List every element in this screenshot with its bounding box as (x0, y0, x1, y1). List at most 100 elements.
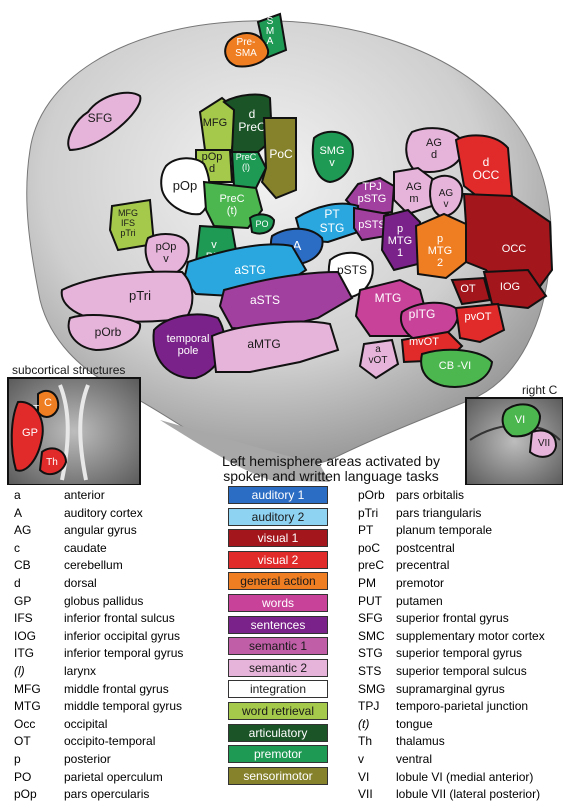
legend-abbr: a (14, 488, 21, 502)
area-vii: VII (528, 429, 558, 458)
area-label-ot: OT (460, 283, 476, 295)
legend-abbr: Th (358, 734, 373, 749)
legend-desc: superior temporal sulcus (396, 663, 527, 678)
legend-abbr: IFS (14, 611, 33, 626)
area-label-ag-v: AG (439, 188, 454, 199)
area-pvot: pvOT (454, 302, 506, 344)
area-shape-sfg (67, 91, 142, 152)
legend-desc: putamen (396, 593, 443, 608)
legend-abbr: SMC (358, 628, 385, 643)
color-legend-swatch: premotor (228, 745, 328, 764)
area-shape-psts-top (353, 206, 390, 242)
area-ptri: pTri (60, 270, 194, 323)
color-legend-swatch: semantic 2 (228, 658, 328, 677)
area-label-a-vot: a (375, 344, 381, 355)
legend-desc: premotor (396, 575, 445, 590)
area-pop: pOp (160, 157, 211, 216)
area-label-pop-v: v (163, 253, 169, 265)
area-label-mfg-ifs-ptri: pTri (120, 228, 135, 238)
area-label-v-pm: v (211, 239, 217, 251)
area-label-ptri: pTri (129, 288, 151, 303)
area-label-prec-t: (t) (227, 205, 237, 217)
legend-desc: middle frontal gyrus (64, 681, 169, 696)
area-sfg: SFG (67, 91, 142, 152)
area-label-pop-d: d (209, 163, 215, 175)
color-legend-swatch: auditory 1 (228, 486, 328, 504)
legend-desc: larynx (64, 663, 97, 678)
legend-abbr: MTG (14, 699, 41, 714)
legend-desc: globus pallidus (64, 593, 144, 608)
area-label-mvot: mvOT (409, 336, 439, 348)
area-label-pvot: pvOT (465, 311, 492, 323)
legend-desc: middle temporal gyrus (64, 699, 183, 714)
area-label-vi: VI (515, 414, 525, 426)
legend-abbr: (l) (14, 663, 25, 678)
legend-abbr: SMG (358, 681, 386, 696)
legend-desc: superior frontal gyrus (396, 611, 509, 626)
area-shape-a-vot (358, 338, 400, 380)
area-label-pt-stg: PT (324, 207, 340, 221)
legend-row: (l) larynx (14, 663, 183, 681)
legend-desc: pars opercularis (64, 787, 150, 802)
area-label-ag-v: v (444, 199, 449, 210)
area-label-gp: GP (22, 427, 38, 439)
legend-row: STS superior temporal sulcus (358, 663, 545, 681)
color-legend-swatch: sentences (228, 615, 328, 634)
brainstem (160, 420, 330, 482)
area-label-iog: IOG (500, 281, 520, 293)
legend-desc: caudate (64, 540, 107, 555)
area-label-sfg: SFG (88, 111, 113, 125)
area-label-ag-d: d (431, 149, 437, 161)
legend-row: poC postcentral (358, 540, 545, 558)
legend-desc: inferior frontal sulcus (64, 611, 175, 626)
area-label-amtg: aMTG (247, 337, 280, 351)
legend-abbr: AG (14, 523, 32, 538)
area-shape-pop (160, 157, 211, 216)
color-legend-swatch: semantic 1 (228, 637, 328, 656)
legend-desc: pars orbitalis (396, 488, 465, 502)
legend-desc: parietal operculum (64, 769, 163, 784)
area-label-p-mtg-2: p (437, 233, 443, 245)
color-legend-swatch: sensorimotor (228, 766, 328, 785)
area-label-porb: pOrb (95, 325, 122, 339)
area-shape-po (248, 213, 276, 235)
area-label-th: Th (46, 457, 58, 468)
legend-abbr: v (358, 751, 364, 766)
area-label-vii: VII (538, 438, 550, 449)
area-gp: GP (10, 400, 44, 472)
legend-abbr: PO (14, 769, 32, 784)
legend-abbr: d (14, 575, 21, 590)
area-label-ag-m: AG (406, 181, 422, 193)
area-shape-mfg-ifs-ptri (108, 198, 156, 252)
color-legend-swatch: general action (228, 572, 328, 591)
legend-abbr: STS (358, 663, 382, 678)
legend-abbr: poC (358, 540, 381, 555)
color-legend-swatch: auditory 2 (228, 507, 328, 526)
area-label-po: PO (255, 219, 268, 229)
area-label-psts-white: pSTS (337, 263, 367, 277)
legend-desc: lobule VII (lateral posterior) (396, 787, 541, 802)
legend-abbr: STG (358, 646, 383, 661)
area-shape-amtg (210, 320, 340, 373)
legend-desc: postcentral (396, 540, 455, 555)
area-prec-t: PreC(t) (202, 180, 264, 230)
area-label-tpj-pstg: pSTG (358, 193, 387, 205)
figure-title-line-1: Left hemisphere areas activated by (222, 453, 440, 469)
area-label-prec-l: (l) (242, 162, 250, 172)
legend-desc: precentral (396, 558, 450, 573)
area-label-psts-top: pSTS (358, 219, 386, 231)
